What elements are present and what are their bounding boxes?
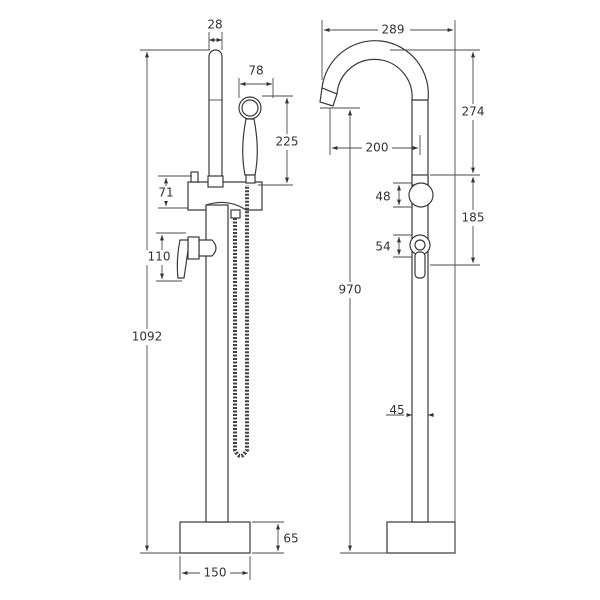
handshower-face <box>241 99 259 117</box>
gooseneck-spout <box>321 40 429 101</box>
diverter-knob <box>190 171 199 183</box>
dim-label-185: 185 <box>462 211 485 225</box>
dim-label-45: 45 <box>389 403 404 417</box>
dim-label-289: 289 <box>382 23 405 37</box>
dim-label-970: 970 <box>339 283 362 297</box>
side-view <box>176 49 263 554</box>
front-column <box>411 99 429 523</box>
hose-nut <box>230 209 241 219</box>
dim-label-150: 150 <box>204 566 227 580</box>
shower-hose <box>233 185 249 458</box>
side-dimensions: 1092 28 78 225 71 110 65 150 <box>130 18 302 581</box>
dim-label-65: 65 <box>283 532 298 546</box>
diverter-body <box>187 181 263 211</box>
mixer-flange <box>187 236 200 260</box>
front-view <box>319 40 456 554</box>
mixer-hub <box>414 239 426 251</box>
mixer-lever-front <box>414 251 426 279</box>
diverter-knob-front <box>408 182 434 208</box>
dim-label-200: 200 <box>366 141 389 155</box>
front-base <box>386 521 456 554</box>
mixer-body <box>198 239 217 257</box>
dim-label-274: 274 <box>462 105 485 119</box>
spout-outlet <box>319 87 338 107</box>
handshower-connector <box>245 174 256 184</box>
dim-label-78: 78 <box>248 64 263 78</box>
front-dimensions: 289 274 185 200 970 48 54 45 <box>320 20 488 554</box>
dim-label-54: 54 <box>375 240 390 254</box>
handshower-handle <box>242 118 258 176</box>
side-column <box>205 204 229 523</box>
side-base <box>179 521 251 554</box>
dim-label-110: 110 <box>148 250 171 264</box>
rail-bracket <box>207 175 224 188</box>
shower-rail <box>208 49 223 181</box>
dim-label-28: 28 <box>207 18 222 32</box>
dim-label-1092: 1092 <box>132 330 163 344</box>
mixer-lever <box>176 239 189 279</box>
dim-label-225: 225 <box>276 135 299 149</box>
dim-label-71: 71 <box>158 186 173 200</box>
dim-label-48: 48 <box>375 190 390 204</box>
